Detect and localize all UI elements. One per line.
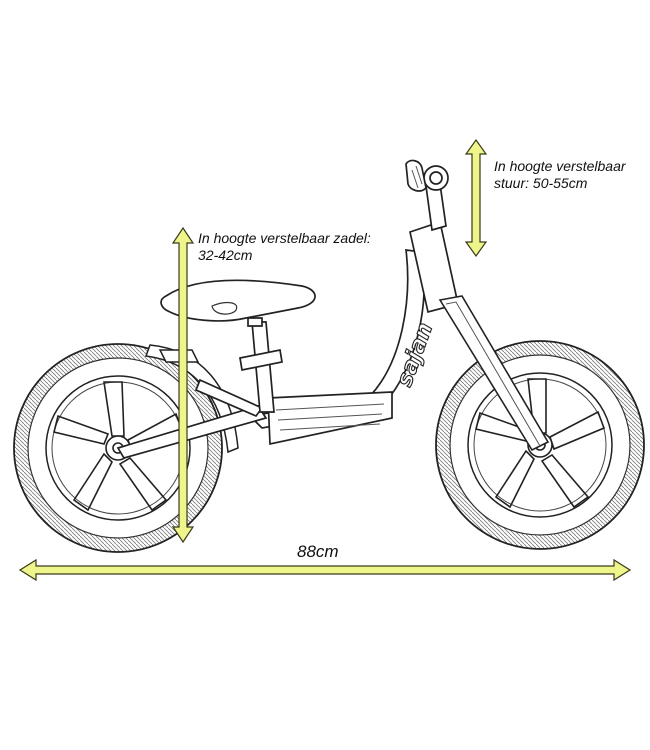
saddle-height-arrow xyxy=(171,226,195,544)
front-fork xyxy=(438,295,550,452)
handlebar xyxy=(405,159,449,232)
saddle-height-label: In hoogte verstelbaar zadel: 32-42cm xyxy=(198,230,371,264)
handlebar-height-label-line1: In hoogte verstelbaar xyxy=(494,158,626,174)
bike-frame xyxy=(116,220,460,459)
length-arrow xyxy=(18,558,632,582)
handlebar-height-label: In hoogte verstelbaar stuur: 50-55cm xyxy=(494,158,626,192)
saddle-height-label-line2: 32-42cm xyxy=(198,247,253,263)
length-label: 88cm xyxy=(297,542,339,561)
handlebar-height-arrow xyxy=(464,138,488,258)
saddle xyxy=(160,279,316,327)
handlebar-height-label-line2: stuur: 50-55cm xyxy=(494,175,588,191)
saddle-height-label-line1: In hoogte verstelbaar zadel: xyxy=(198,230,371,246)
